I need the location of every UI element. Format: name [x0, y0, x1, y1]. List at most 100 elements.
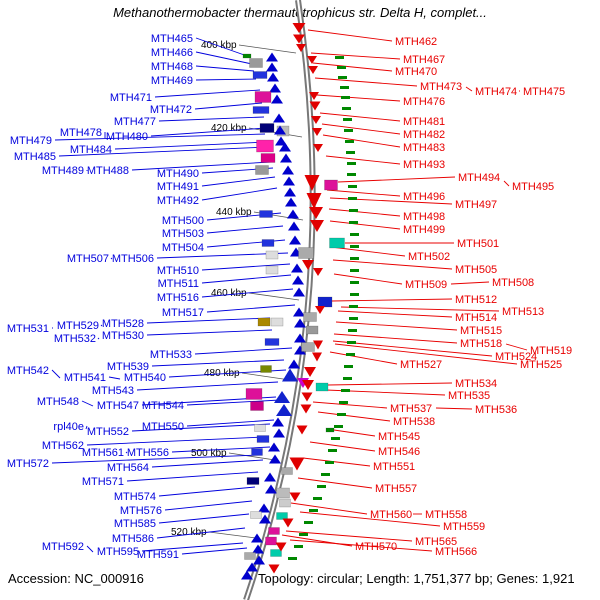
- gene-arrow-down[interactable]: [307, 56, 317, 64]
- gene-label[interactable]: MTH511: [158, 278, 199, 290]
- gene-tick[interactable]: [349, 209, 358, 212]
- gene-arrow-down[interactable]: [302, 260, 314, 270]
- gene-label[interactable]: MTH462: [395, 36, 437, 48]
- gene-arrow-up[interactable]: [288, 359, 300, 369]
- gene-label[interactable]: MTH499: [403, 224, 445, 236]
- gene-label[interactable]: MTH546: [378, 446, 420, 458]
- gene-label[interactable]: MTH542: [7, 365, 49, 377]
- gene-label[interactable]: MTH560: [370, 509, 412, 521]
- gene-arrow-down[interactable]: [293, 34, 305, 44]
- gene-label[interactable]: MTH545: [378, 431, 420, 443]
- gene-arrow-up[interactable]: [288, 221, 300, 231]
- gene-label[interactable]: MTH470: [395, 66, 437, 78]
- gene-arrow-down[interactable]: [308, 66, 318, 74]
- gene-label[interactable]: MTH562: [42, 440, 84, 452]
- gene-box[interactable]: [254, 424, 266, 432]
- gene-label[interactable]: MTH552: [87, 426, 129, 438]
- gene-box[interactable]: [249, 58, 263, 68]
- gene-arrow-down[interactable]: [309, 207, 323, 219]
- gene-arrow-down[interactable]: [309, 101, 321, 111]
- gene-box[interactable]: [268, 527, 280, 535]
- gene-label[interactable]: MTH493: [403, 159, 445, 171]
- gene-box[interactable]: [301, 342, 315, 352]
- gene-box[interactable]: [317, 296, 333, 308]
- gene-arrow-up[interactable]: [285, 197, 297, 207]
- gene-label[interactable]: MTH574: [114, 491, 156, 503]
- gene-label[interactable]: MTH501: [457, 238, 499, 250]
- gene-label[interactable]: MTH591: [137, 549, 179, 561]
- gene-label[interactable]: MTH507: [67, 253, 109, 265]
- gene-tick[interactable]: [338, 76, 347, 79]
- gene-arrow-up[interactable]: [268, 442, 280, 452]
- gene-label[interactable]: MTH525: [520, 359, 562, 371]
- gene-label[interactable]: MTH481: [403, 116, 445, 128]
- gene-label[interactable]: MTH504: [162, 242, 204, 254]
- gene-arrow-down[interactable]: [304, 367, 316, 377]
- gene-tick[interactable]: [350, 293, 359, 296]
- gene-arrow-down[interactable]: [302, 380, 314, 390]
- gene-label[interactable]: MTH480: [106, 131, 148, 143]
- gene-label[interactable]: MTH533: [150, 349, 192, 361]
- gene-label[interactable]: MTH484: [70, 144, 112, 156]
- gene-tick[interactable]: [325, 461, 334, 464]
- gene-arrow-down[interactable]: [275, 542, 287, 552]
- gene-box[interactable]: [305, 325, 319, 335]
- gene-tick[interactable]: [331, 437, 340, 440]
- gene-box[interactable]: [324, 179, 338, 191]
- gene-arrow-down[interactable]: [282, 518, 294, 528]
- gene-tick[interactable]: [346, 151, 355, 154]
- gene-label[interactable]: MTH527: [400, 359, 442, 371]
- gene-tick[interactable]: [343, 377, 352, 380]
- gene-label[interactable]: MTH586: [112, 533, 154, 545]
- gene-label[interactable]: MTH561: [82, 447, 124, 459]
- gene-label[interactable]: MTH514: [455, 312, 497, 324]
- gene-arrow-up[interactable]: [284, 187, 296, 197]
- gene-label[interactable]: MTH592: [42, 541, 84, 553]
- gene-arrow-down[interactable]: [309, 92, 319, 100]
- gene-label[interactable]: MTH534: [455, 378, 497, 390]
- gene-arrow-down[interactable]: [289, 492, 301, 502]
- gene-box[interactable]: [270, 317, 284, 327]
- gene-label[interactable]: MTH566: [435, 546, 477, 558]
- gene-label[interactable]: MTH535: [448, 390, 490, 402]
- gene-arrow-down[interactable]: [289, 457, 305, 471]
- gene-label[interactable]: MTH595: [97, 546, 139, 558]
- gene-arrow-up[interactable]: [273, 428, 285, 438]
- gene-label[interactable]: MTH467: [403, 54, 445, 66]
- gene-label[interactable]: MTH491: [157, 181, 199, 193]
- gene-label[interactable]: MTH557: [375, 483, 417, 495]
- gene-label[interactable]: MTH537: [390, 403, 432, 415]
- gene-label[interactable]: MTH509: [405, 279, 447, 291]
- gene-label[interactable]: MTH474: [475, 86, 517, 98]
- gene-tick[interactable]: [339, 401, 348, 404]
- gene-label[interactable]: MTH585: [114, 518, 156, 530]
- gene-label[interactable]: MTH519: [530, 345, 572, 357]
- gene-tick[interactable]: [344, 365, 353, 368]
- gene-label[interactable]: MTH469: [151, 75, 193, 87]
- gene-arrow-down[interactable]: [292, 23, 306, 33]
- gene-box[interactable]: [251, 448, 263, 456]
- gene-label[interactable]: MTH559: [443, 521, 485, 533]
- gene-arrow-up[interactable]: [264, 472, 276, 482]
- gene-tick[interactable]: [347, 173, 356, 176]
- gene-arrow-up[interactable]: [294, 333, 306, 343]
- gene-label[interactable]: MTH466: [151, 47, 193, 59]
- gene-arrow-down[interactable]: [310, 220, 324, 232]
- gene-label[interactable]: MTH543: [92, 385, 134, 397]
- gene-arrow-up[interactable]: [252, 544, 264, 554]
- gene-label[interactable]: MTH473: [420, 81, 462, 93]
- gene-box[interactable]: [250, 401, 264, 411]
- gene-arrow-down[interactable]: [312, 352, 322, 362]
- gene-label[interactable]: MTH528: [102, 318, 144, 330]
- gene-box[interactable]: [246, 477, 260, 485]
- gene-tick[interactable]: [346, 353, 355, 356]
- gene-box[interactable]: [276, 512, 288, 520]
- gene-arrow-down[interactable]: [313, 340, 323, 350]
- gene-box[interactable]: [252, 71, 268, 79]
- gene-label[interactable]: MTH476: [403, 96, 445, 108]
- gene-label[interactable]: MTH482: [403, 129, 445, 141]
- gene-arrow-down[interactable]: [311, 116, 321, 124]
- gene-arrow-up[interactable]: [294, 345, 306, 355]
- gene-arrow-up[interactable]: [267, 72, 279, 82]
